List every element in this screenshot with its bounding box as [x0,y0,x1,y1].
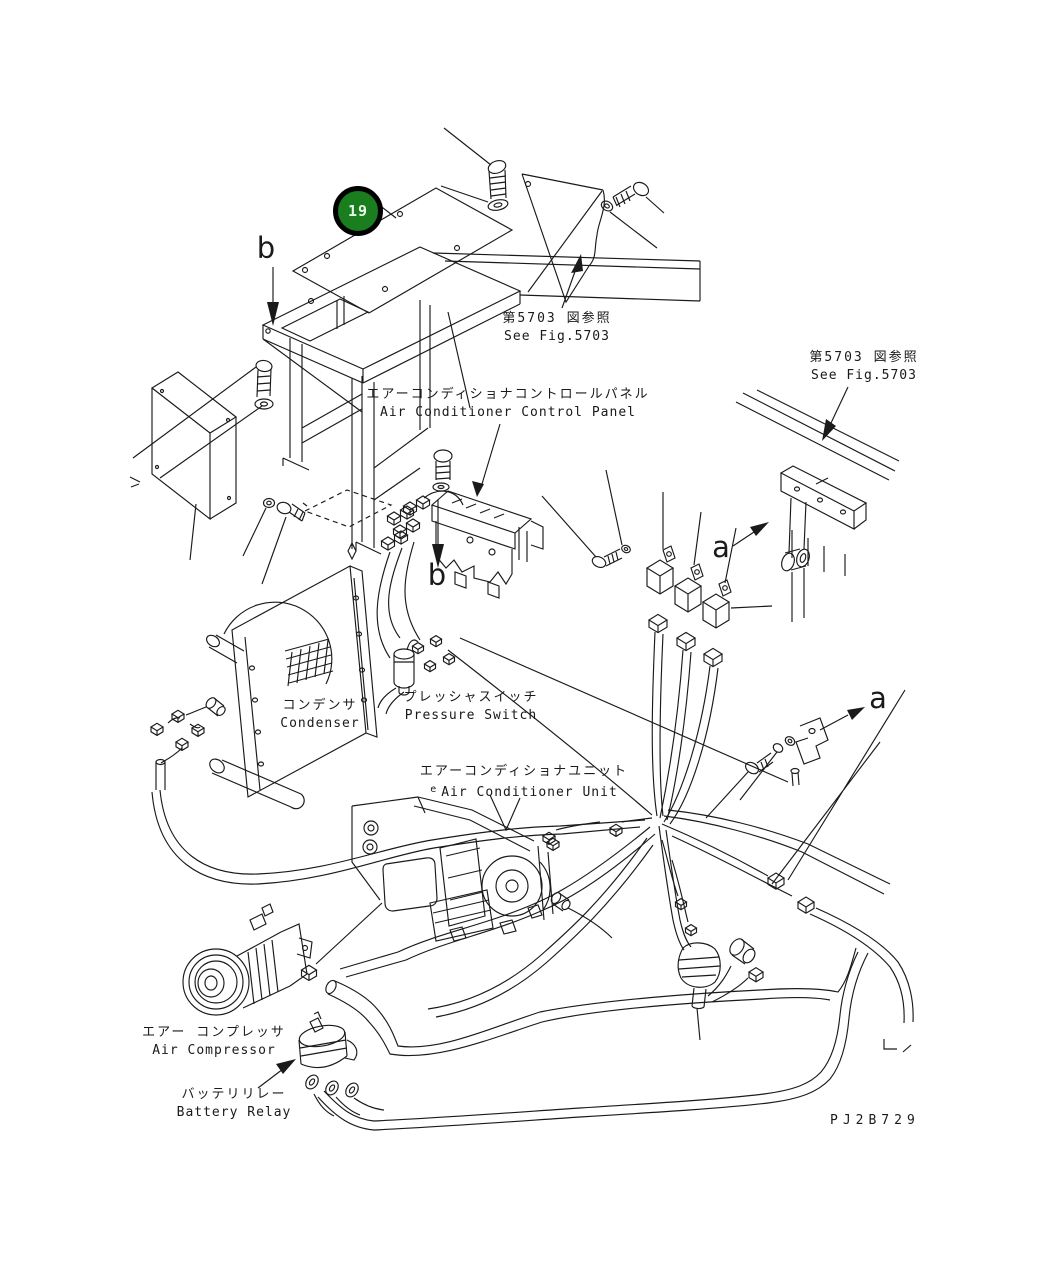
condenser-connectors [149,697,226,790]
label-ac-unit-en: e Air Conditioner Unit [420,781,628,802]
battery-relay-arrow [257,1059,296,1089]
label-condenser: コンデンサ Condenser [280,697,359,733]
marker-b-harness: b [427,558,447,592]
label-pressure-switch-jp: プレッシャスイッチ [403,690,539,705]
label-ac-unit-prefix: e [430,784,437,795]
label-air-compressor-en: Air Compressor [152,1043,276,1058]
grommet [781,497,810,622]
mount-frame [261,246,701,561]
marker-a-rail-arrow [732,522,769,547]
label-see-fig-right-en: See Fig.5703 [811,368,917,383]
label-see-fig-top: 第5703 図参照 See Fig.5703 [502,310,611,346]
marker-b-cover-arrow [267,267,279,326]
relays [645,545,773,629]
cover-bolt [440,127,509,211]
marker-a-bracket-arrow [819,707,865,731]
frame-bolt [132,359,274,479]
label-control-panel-jp: エアーコンディショナコントロールパネル [366,387,650,402]
hoses [317,947,869,1131]
battery-relay [298,1011,385,1117]
air-conditioner-unit [351,794,613,942]
fragment-bolt [600,181,665,249]
label-control-panel-en: Air Conditioner Control Panel [380,405,636,420]
label-air-compressor-jp: エアー コンプレッサ [142,1025,286,1040]
label-see-fig-top-en: See Fig.5703 [504,329,610,344]
label-see-fig-right-jp: 第5703 図参照 [809,350,919,365]
label-condenser-en: Condenser [280,716,360,731]
item-19-callout[interactable]: 19 [333,186,383,236]
see-fig-top-arrow [561,254,583,309]
label-condenser-jp: コンデンサ [282,698,358,713]
item-19-number: 19 [347,202,369,220]
drawing-number: PJ2B729 [830,1113,920,1128]
long-leads [447,637,906,885]
panel-connectors [376,490,464,659]
wiring-harness [151,631,914,1041]
label-ac-unit: エアーコンディショナユニット e Air Conditioner Unit [420,763,628,802]
cab-plate-fragment [521,173,605,304]
label-battery-relay-jp: バッテリリレー [181,1087,287,1102]
relay-connectors [647,613,724,668]
label-pressure-switch: プレッシャスイッチ Pressure Switch [403,689,538,725]
label-battery-relay: バッテリリレー Battery Relay [177,1086,292,1122]
pressure-switch-connectors [411,634,456,673]
marker-b-cover: b [256,231,276,265]
lower-bolt [242,497,306,585]
label-see-fig-top-jp: 第5703 図参照 [502,311,612,326]
control-panel-arrow [472,423,501,497]
cab-rail [735,389,900,576]
air-compressor [182,902,383,1016]
marker-a-rail: a [712,530,730,564]
label-ac-unit-en-text: Air Conditioner Unit [441,785,618,800]
relay-bolt [591,544,631,568]
label-battery-relay-en: Battery Relay [176,1105,292,1120]
label-see-fig-right: 第5703 図参照 See Fig.5703 [809,349,918,385]
side-cover [150,371,238,561]
dashed-mount-outline [129,476,393,528]
see-fig-right-arrow [822,386,849,441]
condenser [206,565,378,810]
relay-leaders [541,469,737,584]
label-air-compressor: エアー コンプレッサ Air Compressor [142,1024,286,1060]
marker-a-bracket: a [869,681,887,715]
label-ac-unit-jp: エアーコンディショナユニット [419,764,629,779]
label-pressure-switch-en: Pressure Switch [404,708,538,723]
marker-b-harness-arrow [432,500,444,568]
label-control-panel: エアーコンディショナコントロールパネル Air Conditioner Cont… [366,386,649,422]
pressure-switch [377,639,419,715]
corner-marks [883,1039,912,1053]
control-panel-body [430,490,544,599]
control-panel-bolt [432,449,453,492]
a-bracket [705,717,829,819]
